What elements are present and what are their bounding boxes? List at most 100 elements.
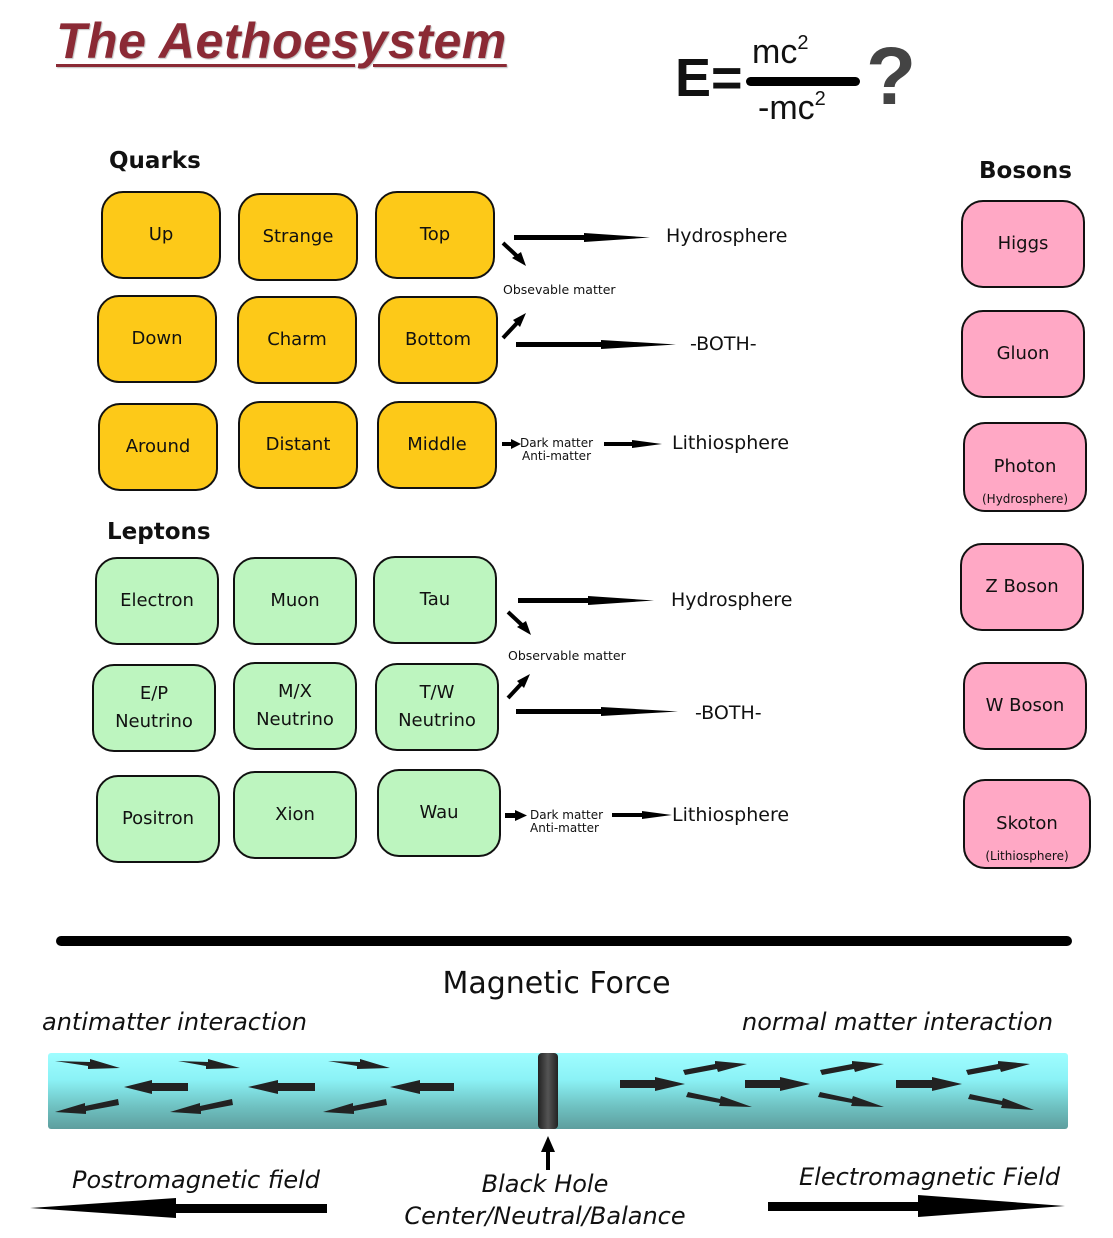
lepton-destination-lithiosphere: Lithiosphere bbox=[672, 804, 790, 826]
box-label: Tau bbox=[419, 589, 451, 610]
left-arrow-icon bbox=[390, 1080, 454, 1094]
quark-dark-matter-label: Dark matter Anti-matter bbox=[520, 437, 593, 463]
quark-up[interactable]: Up bbox=[101, 191, 221, 279]
box-label: Up bbox=[148, 224, 174, 245]
right-arrow-icon bbox=[968, 1094, 1034, 1110]
black-hole-marker bbox=[538, 1053, 558, 1129]
right-arrow-icon bbox=[620, 1077, 685, 1091]
lepton-wau[interactable]: Wau bbox=[377, 769, 501, 857]
box-label: Down bbox=[131, 328, 183, 349]
normal-matter-interaction-label: normal matter interaction bbox=[742, 1008, 1054, 1036]
quark-top[interactable]: Top bbox=[375, 191, 495, 279]
postromagnetic-field-label: Postromagnetic field bbox=[72, 1166, 320, 1194]
right-arrow-icon bbox=[818, 1092, 884, 1107]
quark-strange[interactable]: Strange bbox=[238, 193, 358, 281]
box-note: (Lithiosphere) bbox=[985, 849, 1069, 863]
numerator-base: mc bbox=[752, 33, 798, 71]
boson-skoton[interactable]: Skoton(Lithiosphere) bbox=[963, 779, 1091, 869]
label-line: Dark matter bbox=[520, 436, 594, 450]
box-label: Xion bbox=[275, 804, 315, 825]
arrow-icon bbox=[516, 340, 676, 349]
page-title: The Aethoesystem bbox=[56, 13, 507, 69]
lepton-xion[interactable]: Xion bbox=[233, 771, 357, 859]
denominator-base: -mc bbox=[758, 89, 815, 127]
box-label: Electron bbox=[120, 590, 194, 611]
equation-numerator: mc2 bbox=[752, 32, 808, 72]
box-label: W Boson bbox=[985, 695, 1065, 716]
quark-bottom[interactable]: Bottom bbox=[378, 296, 498, 384]
lepton-tau[interactable]: Tau bbox=[373, 556, 497, 644]
box-label: Strange bbox=[262, 226, 334, 247]
box-label: Neutrino bbox=[115, 711, 193, 732]
magnetic-force-title: Magnetic Force bbox=[442, 966, 671, 1001]
box-label: Higgs bbox=[997, 233, 1049, 254]
box-label: Middle bbox=[407, 434, 467, 455]
arrow-icon bbox=[502, 439, 521, 449]
leptons-heading: Leptons bbox=[107, 519, 211, 545]
left-arrow-icon bbox=[178, 1059, 240, 1069]
quark-down[interactable]: Down bbox=[97, 295, 217, 383]
fraction-bar bbox=[746, 77, 860, 86]
lepton-electron[interactable]: Electron bbox=[95, 557, 219, 645]
electromagnetic-field-label: Electromagnetic Field bbox=[799, 1163, 1061, 1191]
lepton-positron[interactable]: Positron bbox=[96, 775, 220, 863]
left-arrow-icon bbox=[323, 1099, 387, 1114]
box-label: E/P bbox=[139, 683, 169, 704]
section-divider bbox=[56, 936, 1072, 946]
box-label: Top bbox=[419, 224, 451, 245]
boson-z[interactable]: Z Boson bbox=[960, 543, 1084, 631]
box-label: Muon bbox=[270, 590, 320, 611]
lepton-destination-both: -BOTH- bbox=[695, 702, 762, 724]
arrow-icon bbox=[501, 313, 526, 340]
box-label: T/W bbox=[419, 682, 455, 703]
arrow-icon bbox=[514, 233, 650, 242]
boson-higgs[interactable]: Higgs bbox=[961, 200, 1085, 288]
arrow-icon bbox=[501, 241, 526, 266]
box-label: Z Boson bbox=[985, 576, 1059, 597]
quark-observable-matter-label: Obsevable matter bbox=[503, 282, 616, 297]
electromagnetic-arrow-icon bbox=[768, 1195, 1065, 1217]
up-arrow-icon bbox=[541, 1136, 555, 1170]
boson-gluon[interactable]: Gluon bbox=[961, 310, 1085, 398]
lepton-dark-matter-label: Dark matter Anti-matter bbox=[530, 809, 603, 835]
lepton-destination-hydrosphere: Hydrosphere bbox=[671, 589, 793, 611]
box-label: Around bbox=[125, 436, 191, 457]
lepton-ep-neutrino[interactable]: E/P Neutrino bbox=[92, 664, 216, 752]
quark-charm[interactable]: Charm bbox=[237, 296, 357, 384]
quark-distant[interactable]: Distant bbox=[238, 401, 358, 489]
arrow-icon bbox=[506, 610, 531, 635]
lepton-observable-matter-label: Observable matter bbox=[508, 648, 626, 663]
box-note: (Hydrosphere) bbox=[981, 492, 1069, 506]
left-arrow-icon bbox=[124, 1080, 188, 1094]
question-mark-icon: ? bbox=[866, 31, 917, 122]
boson-w[interactable]: W Boson bbox=[963, 662, 1087, 750]
label-line: Dark matter bbox=[530, 808, 604, 822]
lepton-muon[interactable]: Muon bbox=[233, 557, 357, 645]
bosons-heading: Bosons bbox=[979, 158, 1072, 184]
antimatter-interaction-label: antimatter interaction bbox=[42, 1008, 307, 1036]
quark-middle[interactable]: Middle bbox=[377, 401, 497, 489]
arrow-icon bbox=[518, 596, 654, 605]
equation-denominator: -mc2 bbox=[758, 88, 826, 128]
denominator-exponent: 2 bbox=[814, 88, 826, 110]
left-arrow-icon bbox=[170, 1099, 233, 1114]
arrow-icon bbox=[506, 674, 530, 700]
right-arrow-icon bbox=[683, 1061, 747, 1075]
box-label: Neutrino bbox=[256, 709, 334, 730]
right-arrow-icon bbox=[686, 1092, 752, 1107]
equation-lhs: E= bbox=[675, 48, 743, 108]
boson-photon[interactable]: Photon(Hydrosphere) bbox=[963, 422, 1087, 512]
label-line: Anti-matter bbox=[522, 449, 591, 463]
center-neutral-balance-label: Center/Neutral/Balance bbox=[404, 1202, 686, 1230]
right-arrow-icon bbox=[896, 1077, 962, 1091]
box-label: Bottom bbox=[404, 329, 472, 350]
box-label: Distant bbox=[265, 434, 331, 455]
arrow-icon bbox=[505, 810, 527, 821]
quark-around[interactable]: Around bbox=[98, 403, 218, 491]
